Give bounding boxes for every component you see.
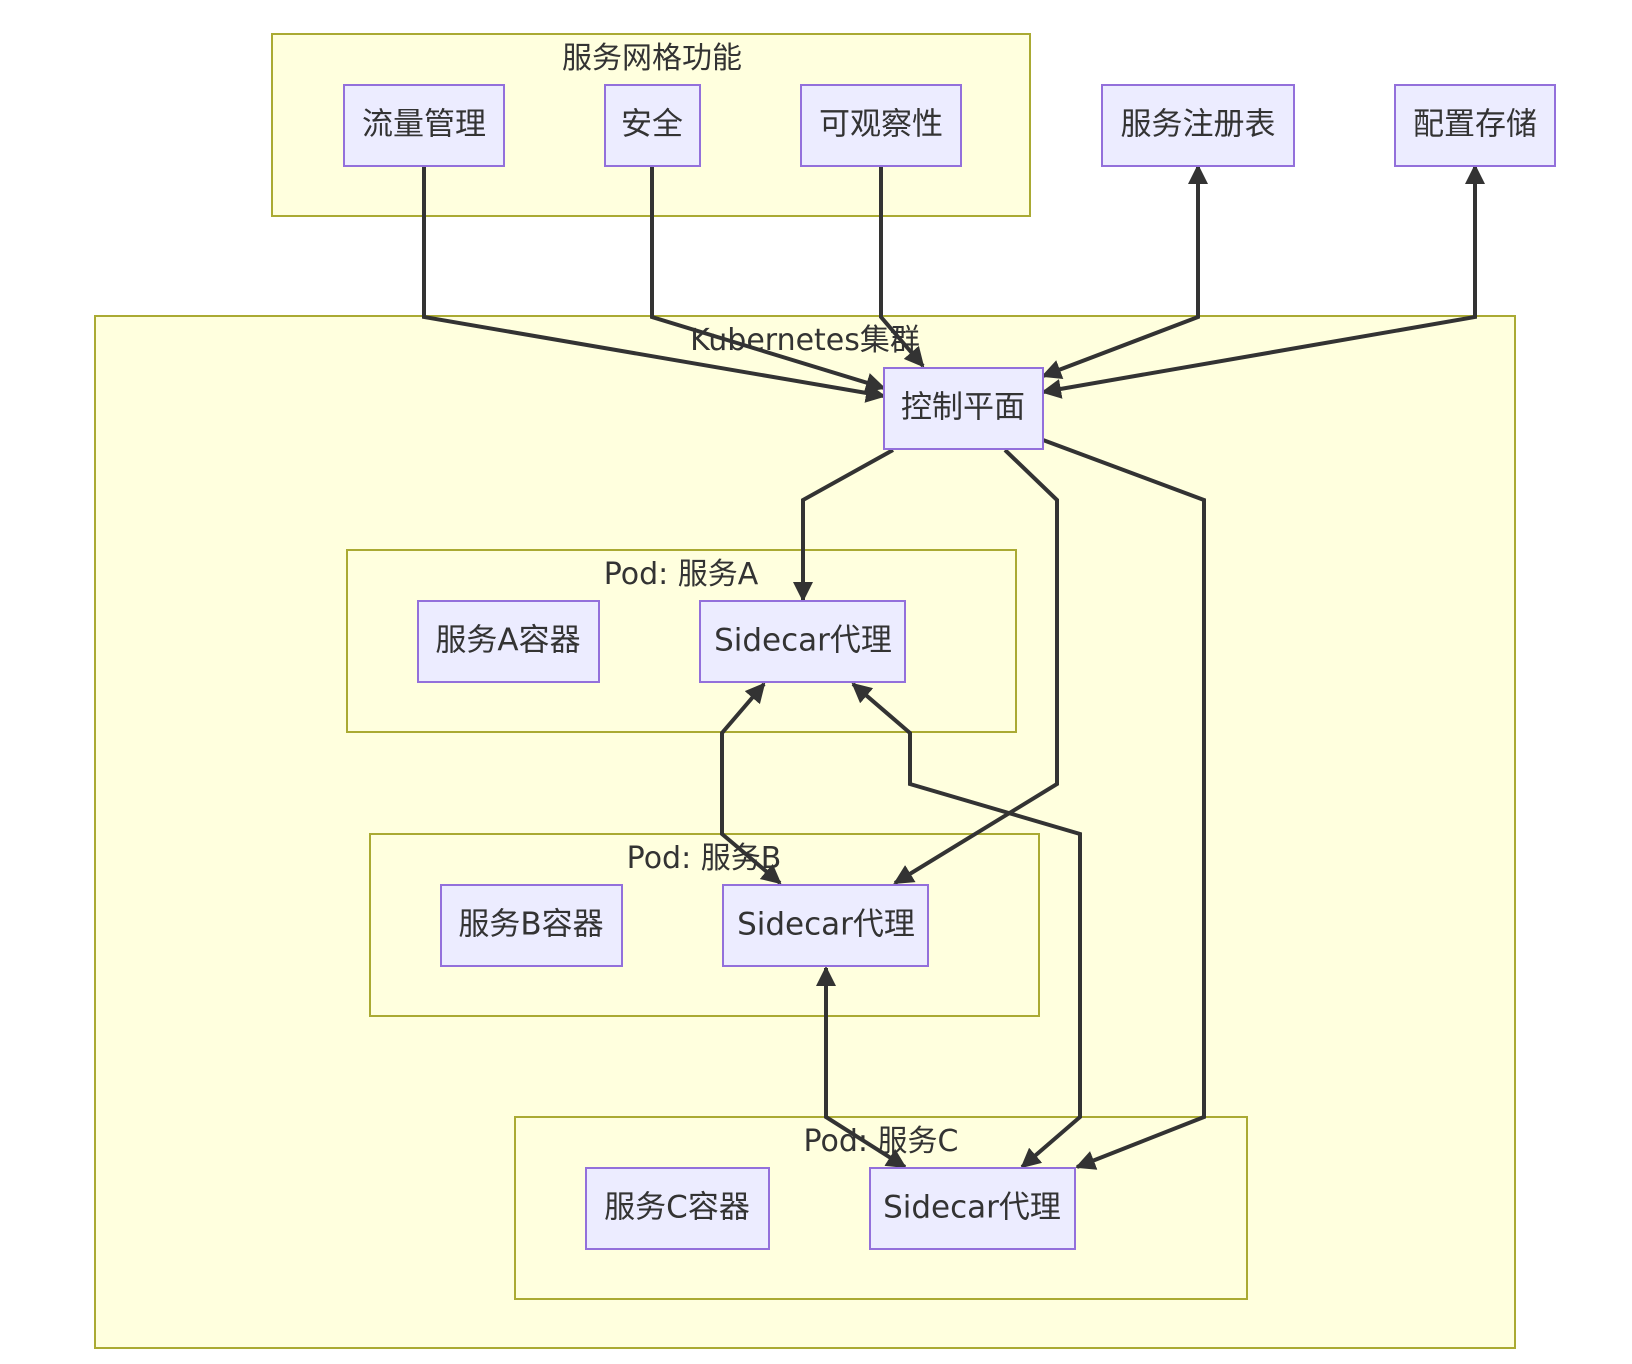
- node-sidecar-a: Sidecar代理: [699, 600, 906, 683]
- edges: [422, 164, 1485, 1170]
- node-security-label: 安全: [621, 107, 683, 143]
- node-config-store: 配置存储: [1394, 84, 1556, 167]
- node-service-b-container: 服务B容器: [440, 884, 623, 967]
- node-security: 安全: [604, 84, 701, 167]
- node-service-b-container-label: 服务B容器: [458, 907, 603, 943]
- edge-observability-to-control-plane: [879, 166, 925, 368]
- edge-sidecar-b-to-sidecar-c: [816, 966, 907, 1169]
- node-traffic-management-label: 流量管理: [362, 107, 486, 143]
- cluster-pod-b-label: Pod: 服务B: [627, 841, 782, 876]
- node-sidecar-c: Sidecar代理: [869, 1167, 1076, 1250]
- node-service-registry-label: 服务注册表: [1121, 107, 1276, 143]
- node-config-store-label: 配置存储: [1413, 107, 1537, 143]
- node-service-registry: 服务注册表: [1101, 84, 1295, 167]
- node-observability: 可观察性: [800, 84, 962, 167]
- node-sidecar-b: Sidecar代理: [722, 884, 929, 967]
- cluster-mesh-features-label: 服务网格功能: [562, 41, 742, 76]
- node-sidecar-c-label: Sidecar代理: [883, 1190, 1061, 1226]
- node-observability-label: 可观察性: [819, 107, 943, 143]
- node-service-a-container: 服务A容器: [417, 600, 600, 683]
- cluster-pod-a-label: Pod: 服务A: [604, 557, 759, 592]
- node-control-plane-label: 控制平面: [901, 390, 1025, 426]
- edge-control-plane-to-sidecar-a: [793, 448, 894, 602]
- node-service-a-container-label: 服务A容器: [435, 623, 580, 659]
- edge-security-to-control-plane: [650, 166, 886, 393]
- edge-control-plane-to-sidecar-c: [1042, 438, 1206, 1170]
- node-service-c-container-label: 服务C容器: [604, 1190, 750, 1226]
- edge-control-plane-to-config: [1041, 164, 1485, 399]
- node-traffic-management: 流量管理: [343, 84, 505, 167]
- edge-sidecar-a-to-sidecar-c: [851, 682, 1082, 1169]
- node-service-c-container: 服务C容器: [585, 1167, 770, 1250]
- node-control-plane: 控制平面: [883, 367, 1044, 450]
- edge-sidecar-a-to-sidecar-b: [720, 682, 782, 885]
- node-sidecar-b-label: Sidecar代理: [737, 907, 915, 943]
- edge-traffic-to-control-plane: [422, 166, 886, 403]
- node-sidecar-a-label: Sidecar代理: [714, 623, 892, 659]
